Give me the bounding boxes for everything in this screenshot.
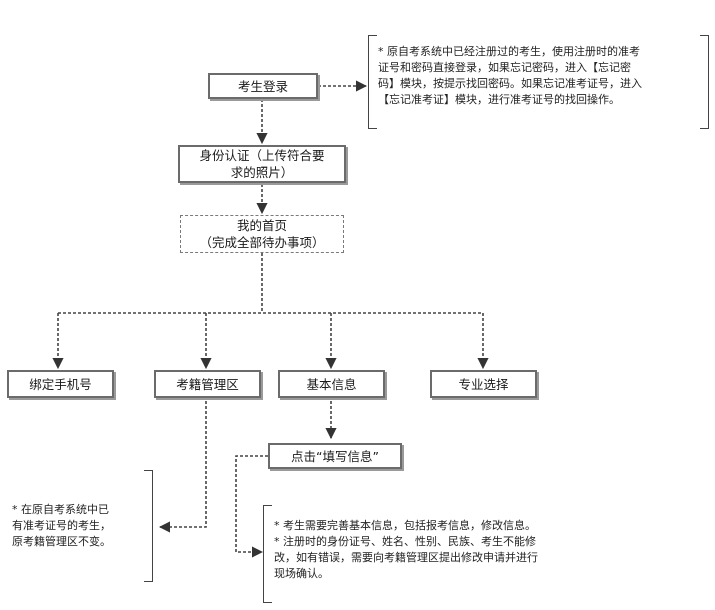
node-basic-info-label: 基本信息 — [306, 376, 357, 392]
node-major: 专业选择 — [430, 370, 537, 398]
connector-fill-note — [235, 455, 268, 558]
info-note: * 考生需要完善基本信息，包括报考信息，修改信息。 * 注册时的身份证号、姓名、… — [274, 518, 614, 582]
node-registry: 考籍管理区 — [154, 370, 261, 398]
login-note-line: 【忘记准考证】模块，进行准考证号的找回操作。 — [378, 93, 620, 106]
node-identity: 身份认证（上传符合要 求的照片） — [178, 145, 346, 183]
info-note-line: 改，如有错误，需要向考籍管理区提出修改申请并进行 — [274, 551, 538, 564]
info-note-line: 现场确认。 — [274, 567, 329, 580]
connector-registry-note — [158, 401, 207, 533]
login-note: * 原自考系统中已经注册过的考生，使用注册时的准考 证号和密码直接登录，如果忘记… — [378, 44, 698, 108]
registry-note-line: 有准考证号的考生， — [12, 519, 111, 532]
registry-note-bracket-right — [144, 470, 153, 582]
login-note-line: 证号和密码直接登录，如果忘记密码，进入【忘记密 — [378, 61, 631, 74]
login-note-line: * 原自考系统中已经注册过的考生，使用注册时的准考 — [378, 45, 640, 58]
node-home: 我的首页 （完成全部待办事项） — [180, 215, 344, 253]
node-major-label: 专业选择 — [458, 376, 509, 392]
login-note-line: 码】模块，按提示找回密码。如果忘记准考证号，进入 — [378, 77, 642, 90]
login-note-bracket-right — [700, 35, 709, 129]
info-note-line: * 注册时的身份证号、姓名、性别、民族、考生不能修 — [274, 535, 536, 548]
node-basic-info: 基本信息 — [278, 370, 385, 398]
node-registry-label: 考籍管理区 — [176, 376, 239, 392]
node-bind-phone: 绑定手机号 — [7, 370, 114, 398]
node-login-label: 考生登录 — [237, 78, 288, 94]
login-note-bracket-left — [368, 35, 377, 129]
node-fill-info: 点击“填写信息” — [268, 443, 402, 469]
node-fill-info-label: 点击“填写信息” — [291, 448, 379, 464]
info-note-line: * 考生需要完善基本信息，包括报考信息，修改信息。 — [274, 519, 536, 532]
node-bind-phone-label: 绑定手机号 — [29, 376, 92, 392]
info-note-bracket-left — [263, 505, 272, 603]
registry-note-line: * 在原自考系统中已 — [12, 503, 109, 516]
registry-note: * 在原自考系统中已 有准考证号的考生， 原考籍管理区不变。 — [12, 502, 152, 550]
node-login: 考生登录 — [208, 73, 318, 99]
node-home-label-line2: （完成全部待办事项） — [199, 235, 325, 250]
node-home-label-line1: 我的首页 — [236, 218, 287, 233]
node-identity-label-line1: 身份认证（上传符合要 — [199, 148, 325, 163]
node-identity-label-line2: 求的照片） — [230, 165, 294, 180]
registry-note-line: 原考籍管理区不变。 — [12, 535, 111, 548]
